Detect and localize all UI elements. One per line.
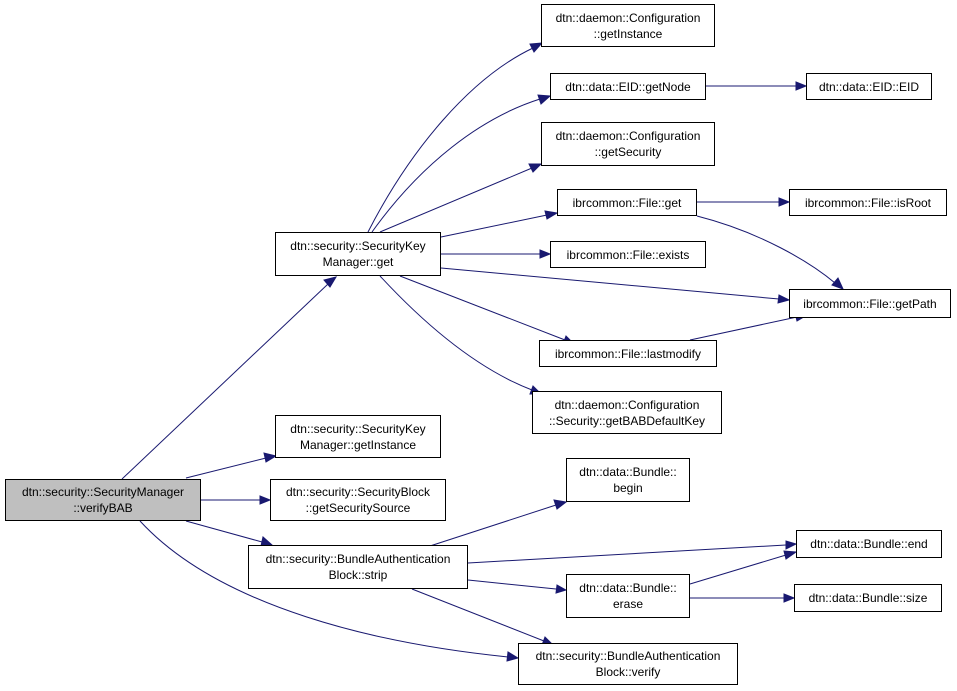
node-securitykeymanager-get[interactable]: dtn::security::SecurityKey Manager::get [275, 232, 441, 276]
arrowhead [783, 550, 798, 560]
node-label-line-1: ibrcommon::File::exists [566, 247, 690, 262]
arrowhead [323, 276, 338, 288]
arrowhead [777, 294, 791, 304]
node-label-line-1: dtn::data::EID::getNode [565, 79, 691, 94]
node-label-line-1: dtn::security::SecurityBlock [285, 485, 431, 499]
edge-skm-get-to-eid-getnode [371, 98, 541, 233]
arrowhead [263, 452, 278, 463]
node-bundle-end[interactable]: dtn::data::Bundle::end [796, 530, 942, 558]
node-bundle-erase[interactable]: dtn::data::Bundle:: erase [566, 574, 690, 618]
node-bundleauthenticationblock-verify[interactable]: dtn::security::BundleAuthentication Bloc… [518, 643, 738, 685]
edge-skm-get-to-file-lastmodify [399, 275, 566, 341]
edge-skm-get-to-cfg-getbabdefaultkey [379, 275, 533, 391]
node-eid-eid[interactable]: dtn::data::EID::EID [806, 73, 932, 100]
node-label-line-1: dtn::daemon::Configuration [555, 129, 701, 143]
edge-verifybab-to-bab-strip [185, 520, 263, 543]
node-label-line-2: Block::verify [595, 665, 661, 679]
arrowhead [537, 94, 552, 105]
arrowhead [529, 42, 544, 53]
node-file-getpath[interactable]: ibrcommon::File::getPath [789, 289, 951, 318]
edge-bab-strip-to-bundle-end [467, 544, 787, 564]
node-label-line-1: dtn::data::Bundle::size [808, 591, 928, 605]
node-label-line-2: begin [613, 481, 643, 495]
node-label-line-2: erase [612, 597, 644, 611]
edge-skm-get-to-cfg-getsecurity [379, 167, 533, 233]
node-label-line-1: dtn::security::BundleAuthentication [535, 649, 721, 663]
edge-file-lastmodify-to-file-getpath [689, 316, 798, 341]
edge-skm-get-to-file-getpath [440, 267, 780, 300]
node-label-line-2: Block::strip [328, 568, 388, 582]
node-label-line-1: ibrcommon::File::lastmodify [554, 346, 702, 361]
node-securitykeymanager-getinstance[interactable]: dtn::security::SecurityKey Manager::getI… [275, 415, 441, 458]
arrowhead [553, 499, 568, 510]
arrowhead [831, 277, 844, 290]
node-label-line-1: dtn::daemon::Configuration [555, 10, 701, 25]
edge-skm-get-to-file-get [440, 214, 548, 238]
edge-bab-strip-to-bundle-begin [429, 504, 557, 547]
edge-verifybab-to-skm-get [121, 283, 329, 480]
node-label-line-2: Manager::getInstance [299, 437, 417, 452]
node-bundle-size[interactable]: dtn::data::Bundle::size [794, 584, 942, 612]
node-label-line-1: dtn::security::SecurityKey [290, 239, 426, 253]
edge-bundle-erase-to-bundle-end [689, 554, 787, 585]
arrowhead [544, 210, 559, 220]
node-file-isroot[interactable]: ibrcommon::File::isRoot [789, 189, 947, 216]
node-label-line-1: dtn::security::SecurityManager [21, 485, 185, 499]
arrowhead [528, 163, 543, 173]
node-label-line-2: ::getSecuritySource [305, 501, 411, 515]
node-label-line-2: ::Security::getBABDefaultKey [548, 413, 706, 428]
node-label-line-2: Manager::get [322, 255, 394, 269]
node-securitymanager-verifybab: dtn::security::SecurityManager ::verifyB… [5, 479, 201, 521]
node-label-line-1: dtn::security::BundleAuthentication [265, 552, 451, 566]
node-label-line-2: ::verifyBAB [73, 501, 133, 515]
node-file-get[interactable]: ibrcommon::File::get [557, 189, 697, 216]
edge-file-get-to-file-getpath [696, 215, 836, 284]
node-label-line-1: dtn::daemon::Configuration [554, 397, 700, 412]
arrowhead [778, 197, 791, 207]
node-label-line-1: dtn::data::Bundle:: [579, 581, 677, 595]
node-file-lastmodify[interactable]: ibrcommon::File::lastmodify [539, 340, 717, 367]
node-label-line-1: dtn::data::Bundle::end [810, 537, 928, 551]
node-bundleauthenticationblock-strip[interactable]: dtn::security::BundleAuthentication Bloc… [248, 545, 468, 589]
node-file-exists[interactable]: ibrcommon::File::exists [550, 241, 706, 268]
edge-verifybab-to-skm-getinstance [185, 457, 267, 479]
arrowhead [539, 249, 552, 259]
arrowhead [783, 593, 796, 603]
edge-skm-get-to-cfg-getinstance [367, 47, 534, 233]
node-bundle-begin[interactable]: dtn::data::Bundle:: begin [566, 458, 690, 502]
edge-bab-strip-to-bab-verify [411, 588, 545, 642]
node-label-line-2: ::getSecurity [594, 145, 662, 159]
node-configuration-getsecurity[interactable]: dtn::daemon::Configuration ::getSecurity [541, 122, 715, 166]
node-label-line-1: dtn::data::Bundle:: [579, 465, 677, 479]
arrowhead [785, 540, 798, 550]
edge-verifybab-to-bab-verify [139, 520, 509, 658]
arrowhead [506, 651, 520, 662]
node-configuration-security-getbabdefaultkey[interactable]: dtn::daemon::Configuration ::Security::g… [532, 391, 722, 434]
node-securityblock-getsecuritysource[interactable]: dtn::security::SecurityBlock ::getSecuri… [270, 479, 446, 521]
arrowhead [795, 81, 808, 91]
node-configuration-getinstance[interactable]: dtn::daemon::Configuration ::getInstance [541, 4, 715, 47]
node-label-line-1: ibrcommon::File::get [572, 195, 682, 210]
node-label-line-1: ibrcommon::File::isRoot [804, 195, 932, 210]
node-label-line-1: dtn::security::SecurityKey [290, 421, 426, 436]
node-label-line-1: ibrcommon::File::getPath [803, 296, 937, 311]
node-label-line-1: dtn::data::EID::EID [818, 79, 920, 94]
edge-bab-strip-to-bundle-erase [467, 579, 557, 590]
node-eid-getnode[interactable]: dtn::data::EID::getNode [550, 73, 706, 100]
node-label-line-2: ::getInstance [593, 26, 663, 41]
arrowhead [555, 584, 568, 594]
arrowhead [259, 495, 272, 505]
